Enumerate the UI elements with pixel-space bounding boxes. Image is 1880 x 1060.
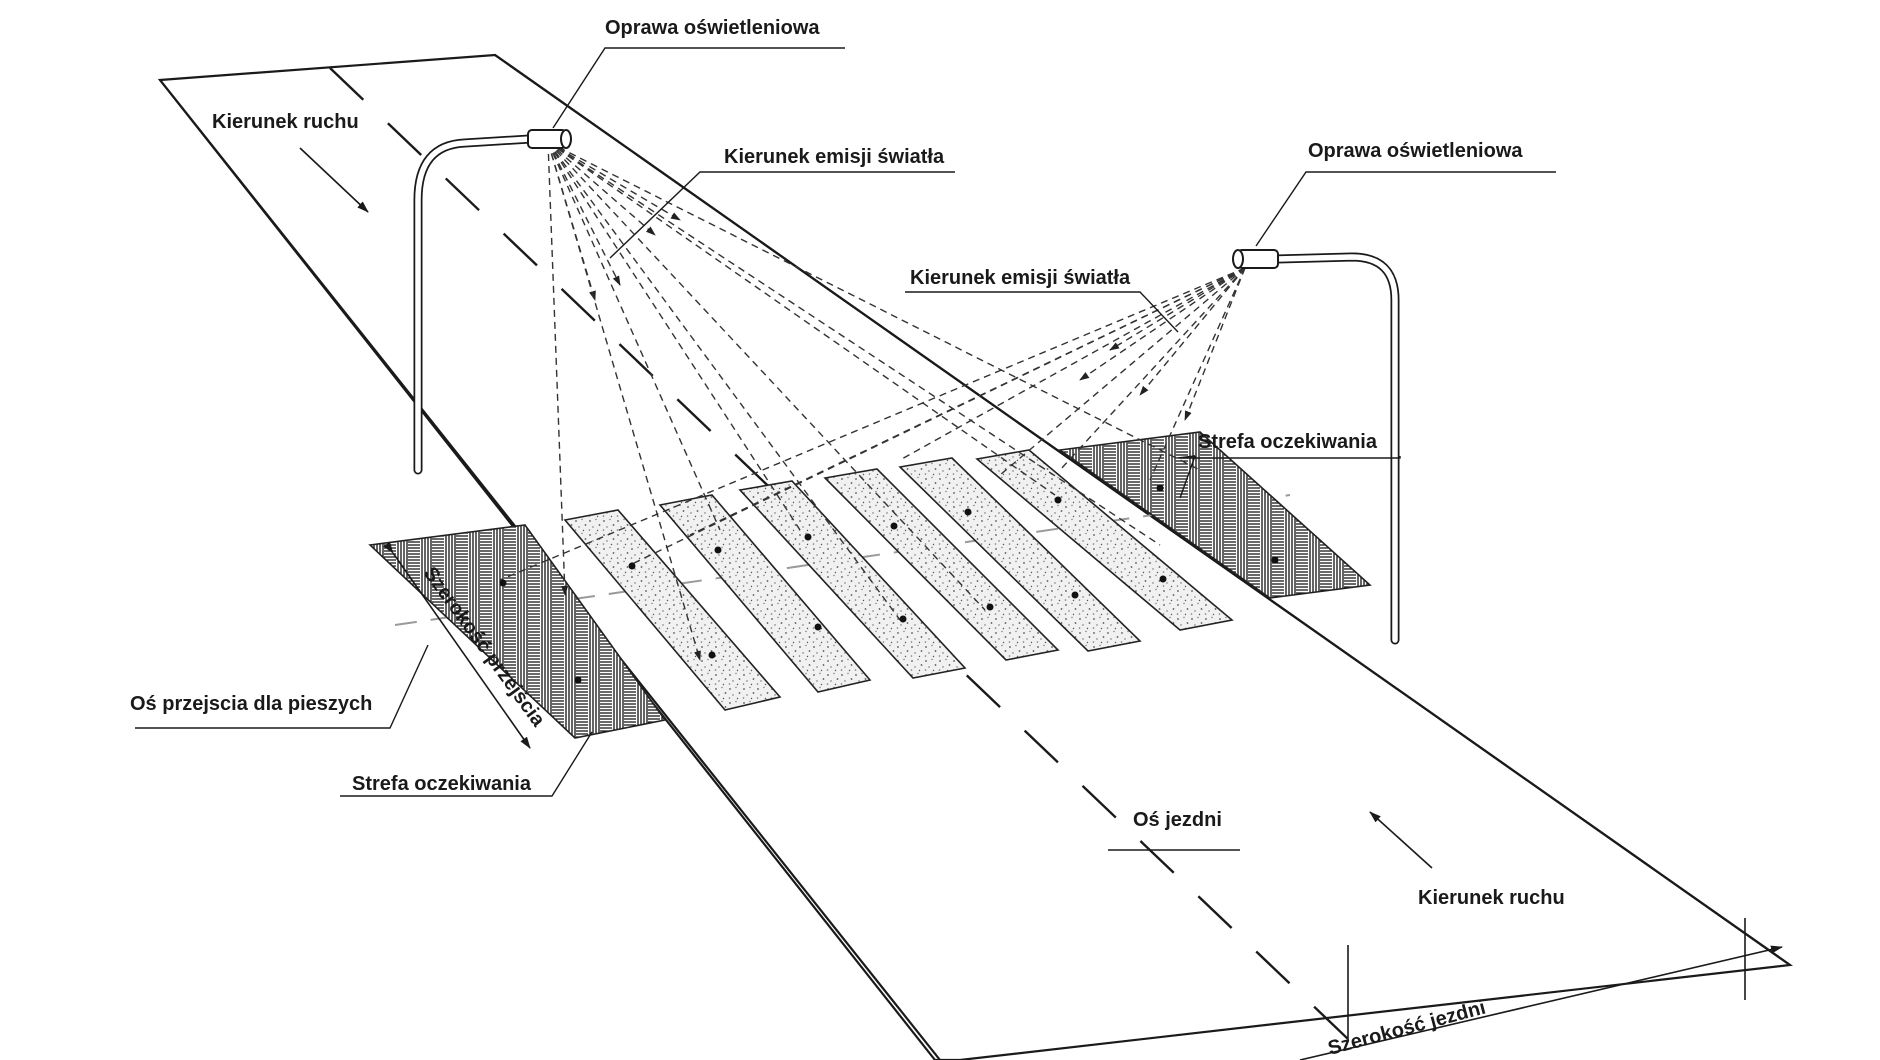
label-emission-left: Kierunek emisji światła <box>724 146 945 168</box>
street-light-right <box>1232 249 1400 645</box>
zebra-stripes <box>563 449 1234 711</box>
leader-emission-right <box>905 291 1179 333</box>
zebra-stripe <box>823 468 1060 661</box>
label-traffic-top: Kierunek ruchu <box>212 111 359 133</box>
waiting-zone-right <box>1057 431 1372 599</box>
zebra-stripe <box>738 480 967 679</box>
zebra-stripe <box>898 457 1142 652</box>
label-fixture-left: Oprawa oświetleniowa <box>605 17 820 39</box>
road-width-dimension <box>1299 918 1783 1060</box>
road-surface <box>157 53 1794 1060</box>
leader-emission-left <box>609 171 955 259</box>
leader-waiting-zone-left <box>340 731 593 797</box>
zebra-stripe <box>975 449 1234 631</box>
leader-crossing-axis <box>135 644 429 729</box>
measurement-points <box>499 484 1279 684</box>
arrow-icon <box>1369 811 1433 869</box>
road-edge-right <box>494 54 1791 966</box>
zebra-stripe <box>658 494 872 693</box>
leader-fixture-right <box>1255 171 1556 247</box>
light-rays-left <box>547 141 1201 661</box>
street-light-left <box>413 129 572 475</box>
lamp-icon <box>527 129 572 149</box>
label-fixture-right: Oprawa oświetleniowa <box>1308 140 1523 162</box>
arrow-icon <box>299 147 369 213</box>
label-traffic-bottom: Kierunek ruchu <box>1418 887 1565 909</box>
label-waiting-zone-left: Strefa oczekiwania <box>352 773 532 795</box>
label-road-axis: Oś jezdni <box>1133 809 1222 831</box>
zebra-stripe <box>563 509 782 711</box>
label-crossing-axis: Oś przejscia dla pieszych <box>130 693 372 715</box>
label-waiting-zone-right: Strefa oczekiwania <box>1198 431 1378 453</box>
label-emission-right: Kierunek emisji światła <box>910 267 1131 289</box>
lamp-icon <box>1232 249 1279 269</box>
leader-fixture-left <box>552 47 845 129</box>
crossing-width-dimension <box>383 541 531 749</box>
leader-waiting-zone-right <box>1177 455 1401 499</box>
light-rays-right <box>499 267 1246 581</box>
